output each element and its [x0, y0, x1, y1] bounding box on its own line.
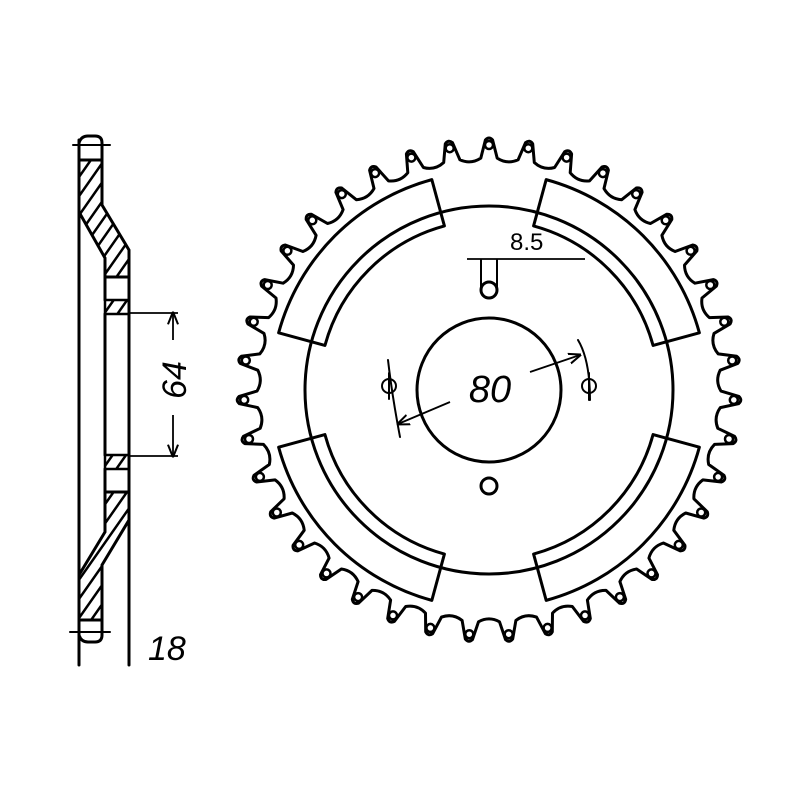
- tooth-tip: [444, 142, 455, 154]
- tooth-tip: [406, 152, 417, 163]
- thickness-dimension-label: 18: [148, 630, 186, 668]
- tooth-tip: [352, 591, 364, 603]
- tooth-tip: [561, 152, 572, 163]
- tooth-tip: [542, 622, 553, 634]
- tooth-tip: [464, 628, 475, 640]
- profile-hatch-upper-bore: [103, 298, 131, 316]
- tooth-tip: [503, 628, 514, 640]
- tooth-tip: [719, 316, 730, 328]
- pcd-dimension-label: 80: [469, 369, 511, 411]
- tooth-tip: [336, 188, 348, 200]
- cutout-window-2: [532, 178, 701, 347]
- tooth-tip: [254, 471, 266, 483]
- bolt-hole-bottom: [479, 476, 499, 496]
- tooth-tip: [387, 610, 399, 621]
- lightening-cutouts: [277, 178, 701, 602]
- tooth-tip: [660, 215, 671, 226]
- side-profile: 64 18: [69, 134, 194, 668]
- profile-bottom-hatch: [77, 490, 131, 622]
- sprocket-teeth-outline: [235, 136, 743, 643]
- hub-ring: [303, 204, 675, 576]
- pcd-arc-right: [577, 339, 591, 401]
- tooth-tip: [728, 394, 740, 406]
- tooth-tip: [597, 167, 609, 179]
- tooth-tip: [240, 355, 252, 366]
- tooth-tip: [673, 539, 685, 551]
- tooth-tip: [238, 394, 250, 406]
- cutout-window-1: [277, 178, 446, 347]
- tooth-tip: [579, 610, 591, 621]
- tooth-tip: [248, 316, 259, 328]
- tooth-tip: [293, 539, 305, 551]
- tooth-tip: [425, 622, 436, 634]
- tooth-tip: [307, 215, 318, 226]
- tooth-tip: [282, 245, 293, 257]
- cutout-window-3: [532, 433, 701, 602]
- tooth-tip: [321, 568, 332, 579]
- profile-top-hatch: [77, 158, 131, 279]
- tooth-tip: [685, 245, 696, 257]
- tooth-tip: [271, 507, 283, 518]
- pcd-arc-left: [387, 359, 401, 438]
- tooth-tip: [523, 142, 534, 154]
- bore-dimension-label: 64: [156, 361, 194, 399]
- tooth-tip: [243, 433, 255, 445]
- profile-hatch-lower-bore: [103, 453, 131, 471]
- tooth-tip: [705, 279, 716, 291]
- tooth-tip: [726, 355, 738, 366]
- center-bore: [415, 316, 563, 464]
- tooth-tip: [369, 167, 381, 179]
- tooth-tip: [712, 471, 724, 483]
- tooth-tip: [483, 139, 495, 151]
- tooth-tip: [630, 188, 642, 200]
- tooth-tip: [614, 591, 626, 603]
- tooth-tip: [695, 507, 707, 518]
- profile-bottom-tip: [77, 618, 104, 644]
- tooth-tip: [262, 279, 273, 291]
- bolt-hole-top: [479, 280, 499, 300]
- cutout-window-4: [277, 433, 446, 602]
- sprocket-front-view: 8.5 80: [235, 136, 743, 643]
- bolt-hole-dimension-label: 8.5: [510, 229, 543, 256]
- profile-top-tip: [77, 134, 104, 162]
- tooth-tip: [723, 433, 735, 445]
- tooth-tip: [646, 568, 657, 579]
